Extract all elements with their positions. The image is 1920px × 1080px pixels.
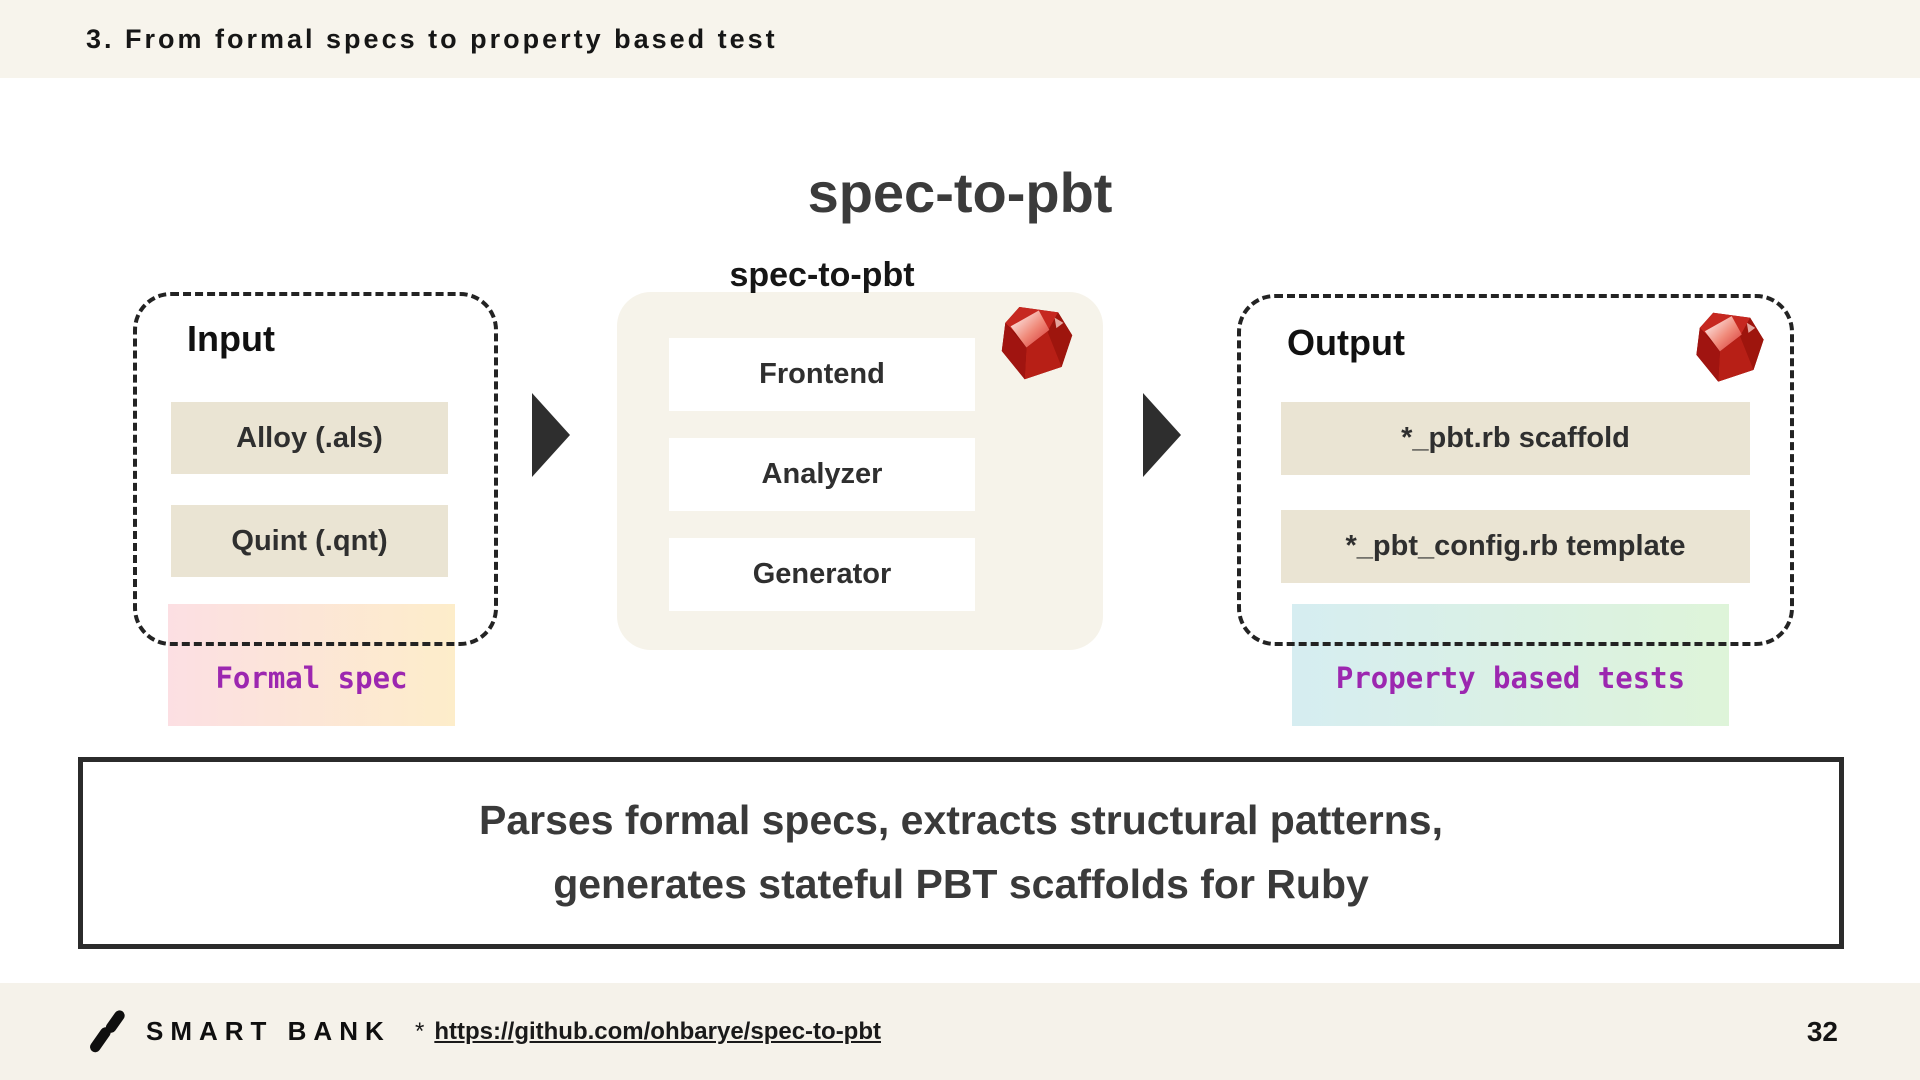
smartbank-logo-icon [90,1009,125,1052]
brand-name: SMART BANK [146,1016,391,1046]
processor-item-generator: Generator [669,538,975,611]
ruby-icon [1696,312,1764,382]
pbt-caption: Property based tests [1292,604,1729,726]
reference-link[interactable]: https://github.com/ohbarye/spec-to-pbt [434,1017,881,1045]
pbt-caption-label: Property based tests [1335,661,1686,695]
input-heading: Input [187,318,275,359]
footer-bar: SMART BANK * https://github.com/ohbarye/… [0,983,1920,1080]
output-item-template: *_pbt_config.rb template [1281,510,1750,583]
brand: SMART BANK [90,983,391,1080]
page-number: 32 [1806,1015,1838,1047]
processor-item-frontend: Frontend [669,338,975,411]
summary-line-1: Parses formal specs, extracts structural… [479,797,1443,844]
reference-prefix: * [415,1017,425,1045]
output-group: Output *_pbt.rb scaffold *_pbt_config.rb… [1237,294,1794,646]
summary-line-2: generates stateful PBT scaffolds for Rub… [553,861,1369,907]
formal-spec-caption: Formal spec [168,604,455,726]
processor-label: spec-to-pbt [729,256,915,294]
processor-panel: Frontend Analyzer Generator [617,292,1103,650]
output-item-scaffold: *_pbt.rb scaffold [1281,402,1750,475]
arrow-right-icon [1143,393,1181,477]
formal-spec-caption-label: Formal spec [215,661,408,695]
reference: * https://github.com/ohbarye/spec-to-pbt [415,983,881,1080]
input-item-quint: Quint (.qnt) [171,505,448,577]
output-heading: Output [1287,322,1405,363]
slide-title: 3. From formal specs to property based t… [86,24,778,54]
hero-title: spec-to-pbt [807,161,1113,224]
processor-item-analyzer: Analyzer [669,438,975,511]
input-item-alloy: Alloy (.als) [171,402,448,474]
ruby-icon [1001,307,1073,380]
input-group: Input Alloy (.als) Quint (.qnt) [133,292,498,646]
arrow-right-icon [532,393,570,477]
header-bar: 3. From formal specs to property based t… [0,0,1920,78]
summary-box: Parses formal specs, extracts structural… [78,757,1844,949]
